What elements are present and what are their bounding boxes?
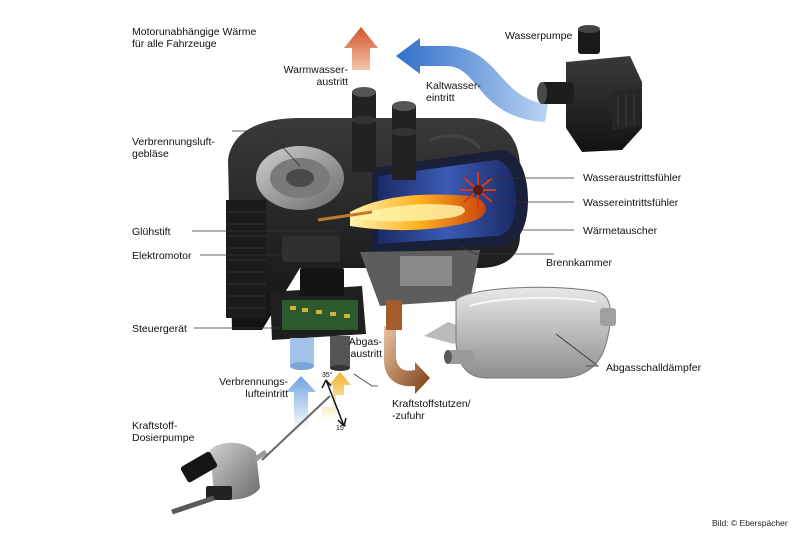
cold-water-inlet-arrow xyxy=(396,38,548,122)
exhaust-outlet-arrow xyxy=(384,326,430,394)
label-warm-water-outlet: Warmwasser- austritt xyxy=(283,64,348,88)
fuel-dosing-pump-illustration xyxy=(171,395,331,515)
label-combustion-air-inlet: Verbrennungs- lufteintritt xyxy=(219,376,288,400)
heater-body-illustration xyxy=(226,87,528,371)
label-combustion-chamber: Brennkammer xyxy=(546,257,612,269)
label-exhaust-outlet: Abgas- austritt xyxy=(348,336,382,360)
intro-text: Motorunabhängige Wärme für alle Fahrzeug… xyxy=(132,26,257,50)
water-pump-illustration xyxy=(537,25,642,152)
label-electric-motor: Elektromotor xyxy=(132,250,192,262)
image-credit: Bild: © Eberspächer xyxy=(712,518,788,528)
label-glow-plug: Glühstift xyxy=(132,226,171,238)
label-combustion-air-blower: Verbrennungsluft- gebläse xyxy=(132,136,215,160)
label-control-unit: Steuergerät xyxy=(132,323,187,335)
combustion-air-inlet-arrow xyxy=(286,376,316,430)
leader-lines xyxy=(192,130,600,387)
label-heat-exchanger: Wärmetauscher xyxy=(583,225,658,237)
label-fuel-connector: Kraftstoffstutzen/ -zufuhr xyxy=(392,398,471,422)
angle-15-label: 15° xyxy=(336,425,347,432)
label-fuel-dosing-pump: Kraftstoff- Dosierpumpe xyxy=(132,420,195,444)
label-cold-water-inlet: Kaltwasser- eintritt xyxy=(426,80,481,104)
warm-water-outlet-arrow xyxy=(344,27,378,70)
tilt-angle-indicator xyxy=(321,379,347,427)
label-water-inlet-sensor: Wassereintrittsfühler xyxy=(583,197,679,209)
exhaust-muffler-illustration xyxy=(424,286,616,379)
label-water-outlet-sensor: Wasseraustrittsfühler xyxy=(583,172,682,184)
label-water-pump: Wasserpumpe xyxy=(505,30,573,42)
label-exhaust-muffler: Abgasschalldämpfer xyxy=(606,362,702,374)
fuel-supply-arrow xyxy=(322,372,351,420)
angle-35-label: 35° xyxy=(322,372,333,379)
